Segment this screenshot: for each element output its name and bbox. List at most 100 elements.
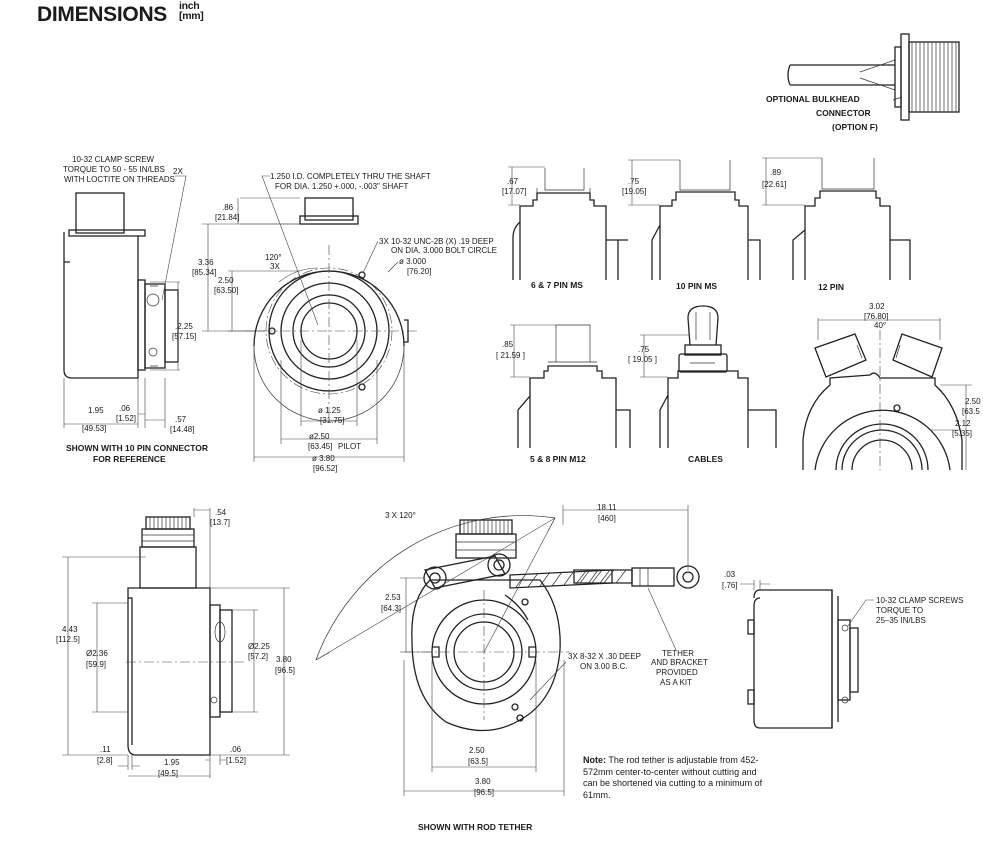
c2-label: 10 PIN MS (676, 281, 717, 291)
rv-dim-03: .03 (724, 570, 736, 579)
c3-dim: .89 (770, 168, 782, 177)
front-dim-86: .86 (222, 203, 234, 212)
side-callout-2: TORQUE TO 50 - 55 IN/LBS (63, 165, 165, 174)
tether-dim-253mm: [64.3] (381, 604, 401, 613)
front-dim-336: 3.36 (198, 258, 214, 267)
c4-label: 5 & 8 PIN M12 (530, 454, 586, 464)
unit-inch: inch (179, 0, 200, 12)
bl-dim-11mm: [2.8] (97, 756, 113, 765)
c4-dim: .85 (502, 340, 514, 349)
bl-dim-380: 3.80 (276, 655, 292, 664)
unit-mm: [mm] (179, 10, 204, 22)
tether-kit-1: TETHER (662, 649, 694, 658)
dual-angle: 40° (874, 321, 886, 330)
tether-holes-2: ON 3.00 B.C. (580, 662, 628, 671)
front-dim-86mm: [21.84] (215, 213, 239, 222)
c1-label: 6 & 7 PIN MS (531, 280, 583, 290)
c1-dim: .67 (507, 177, 519, 186)
bl-dim-380mm: [96.5] (275, 666, 295, 675)
bulkhead-line3: (OPTION F) (832, 122, 878, 132)
front-dim-336mm: [85.34] (192, 268, 216, 277)
bl-dim-225: Ø2.25 (248, 642, 270, 651)
front-dim-250: 2.50 (218, 276, 234, 285)
front-dim-380mm: [96.52] (313, 464, 337, 473)
side-dim-57mm: [14.48] (170, 425, 194, 434)
bl-dim-236: Ø2.36 (86, 649, 108, 658)
c2-dim-mm: [19.05] (622, 187, 646, 196)
connector-12-pin: .89 [22.61] 12 PIN (762, 157, 911, 292)
front-holes-1: 3X 10-32 UNC-2B (X) .19 DEEP (379, 237, 494, 246)
side-qty: 2X (173, 167, 183, 176)
note-text: The rod tether is adjustable from 452-57… (583, 755, 763, 800)
bl-dim-11: .11 (100, 745, 111, 754)
c5-label: CABLES (688, 454, 723, 464)
side-dim-225mm: [57.15] (172, 332, 196, 341)
tether-note: Note: The rod tether is adjustable from … (583, 755, 773, 801)
front-dim-125mm: [31.75] (320, 416, 344, 425)
side-dim-225: .2.25 (175, 322, 193, 331)
front-dim-3000mm: [76.20] (407, 267, 431, 276)
tether-kit-3: PROVIDED (656, 668, 698, 677)
c3-dim-mm: [22.61] (762, 180, 786, 189)
bl-dim-443mm: [112.5] (56, 635, 80, 644)
dual-dim-250: 2.50 (965, 397, 981, 406)
note-label: Note: (583, 755, 606, 765)
tether-holes-1: 3X 8-32 X .30 DEEP (568, 652, 641, 661)
bottom-left-view: .54 [13.7] 4.43 [112.5] Ø2.36 [59.9] Ø2.… (56, 508, 295, 778)
side-dim-06mm: [1.52] (116, 414, 136, 423)
bulkhead-line1: OPTIONAL BULKHEAD (766, 94, 860, 104)
dual-dim-302mm: [76.80] (864, 312, 888, 321)
side-view: 10-32 CLAMP SCREW TORQUE TO 50 - 55 IN/L… (63, 155, 208, 464)
c3-label: 12 PIN (818, 282, 844, 292)
bl-dim-06: .06 (230, 745, 242, 754)
side-caption-2: FOR REFERENCE (93, 454, 166, 464)
dual-dim-212: 2.12 (955, 419, 971, 428)
connector-10-pin-ms: .75 [19.05] 10 PIN MS (622, 159, 761, 291)
tether-dim-253: 2.53 (385, 593, 401, 602)
front-dim-380: ø 3.80 (312, 454, 335, 463)
front-bore-2: FOR DIA. 1.250 +.000, -.003" SHAFT (275, 182, 408, 191)
bl-dim-225mm: [57.2] (248, 652, 268, 661)
dual-connector-view: 3.02 [76.80] 40° 2.50 [63.5 2.12 [5.35] (802, 302, 981, 471)
dual-dim-212mm: [5.35] (952, 429, 972, 438)
tether-dim-250: 2.50 (469, 746, 485, 755)
side-dim-57: .57 (175, 415, 187, 424)
tether-view: 3 X 120° 18.11 [460] 2.53 [64.3] 3X 8-32… (315, 503, 708, 832)
dual-dim-250mm: [63.5 (962, 407, 980, 416)
bl-dim-443: 4.43 (62, 625, 78, 634)
c2-dim: .75 (628, 177, 640, 186)
dual-dim-302: 3.02 (869, 302, 885, 311)
side-dim-06: .06 (119, 404, 131, 413)
front-angle-3x: 3X (270, 262, 280, 271)
tether-caption: SHOWN WITH ROD TETHER (418, 822, 532, 832)
connector-5-8-pin-m12: .85 [ 21.59 ] 5 & 8 PIN M12 (496, 324, 631, 464)
connector-6-7-pin-ms: .67 [17.07] 6 & 7 PIN MS (502, 166, 628, 290)
page-title: DIMENSIONS inch[mm] (37, 1, 204, 27)
tether-dim-1811: 18.11 (597, 503, 617, 512)
title-text: DIMENSIONS (37, 3, 168, 26)
right-side-view: .03 [.76] 10-32 CLAMP SCREWS TORQUE TO 2… (722, 570, 963, 729)
c5-dim: .75 (638, 345, 650, 354)
front-pilot-label: PILOT (338, 442, 361, 451)
front-pilot: ø2.50 (309, 432, 330, 441)
tether-dim-1811mm: [460] (598, 514, 616, 523)
front-bore-1: 1.250 I.D. COMPLETELY THRU THE SHAFT (270, 172, 431, 181)
front-holes-2: ON DIA. 3.000 BOLT CIRCLE (391, 246, 497, 255)
front-angle-120: 120° (265, 253, 282, 262)
tether-dim-380: 3.80 (475, 777, 491, 786)
c5-dim-mm: [ 19.05 ] (628, 355, 657, 364)
bl-dim-06mm: [1.52] (226, 756, 246, 765)
side-caption-1: SHOWN WITH 10 PIN CONNECTOR (66, 443, 208, 453)
bl-dim-54mm: [13.7] (210, 518, 230, 527)
tether-kit-4: AS A KIT (660, 678, 692, 687)
bulkhead-connector: OPTIONAL BULKHEAD CONNECTOR (OPTION F) (766, 33, 960, 132)
side-callout-1: 10-32 CLAMP SCREW (72, 155, 155, 164)
rv-dim-03mm: [.76] (722, 581, 738, 590)
front-view: 1.250 I.D. COMPLETELY THRU THE SHAFT FOR… (192, 172, 497, 473)
front-dim-3000: ø 3.000 (399, 257, 427, 266)
tether-kit-2: AND BRACKET (651, 658, 708, 667)
rv-callout-2: TORQUE TO (876, 606, 923, 615)
bl-dim-195: 1.95 (164, 758, 180, 767)
units-label: inch[mm] (179, 0, 204, 22)
